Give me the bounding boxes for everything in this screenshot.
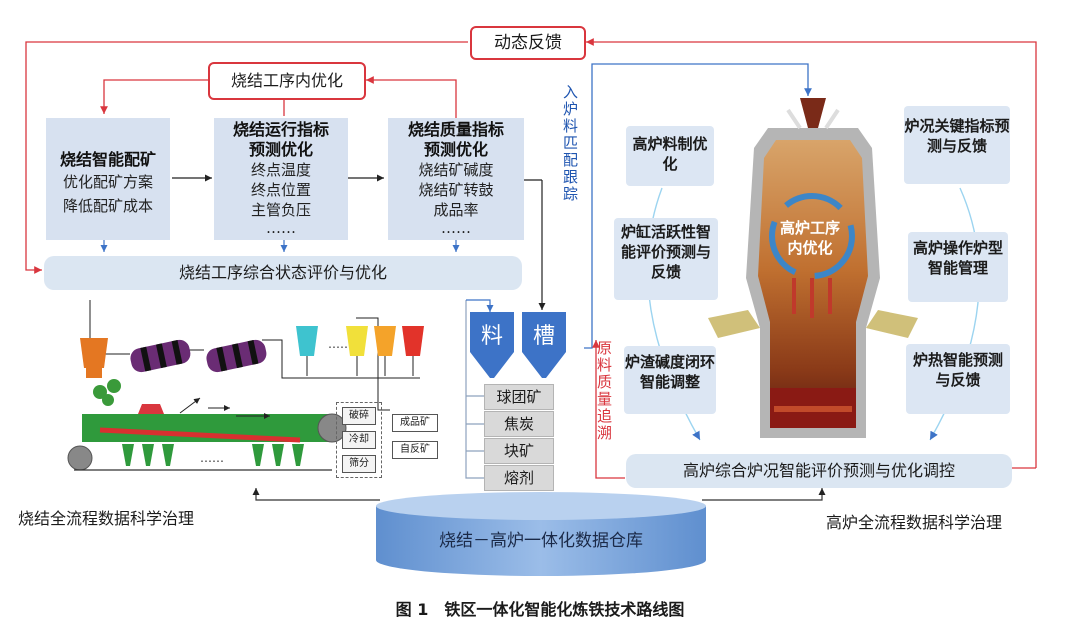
hopper-label-right: 槽 — [532, 324, 555, 349]
blast-furnace-illustration — [708, 98, 918, 438]
hopper-label-left: 料 — [480, 324, 503, 349]
process-box-screen: 筛分 — [342, 455, 376, 473]
box1-title: 烧结智能配矿 — [59, 150, 156, 169]
box3-line: …… — [441, 219, 471, 237]
charge-tracking-label: 入炉料匹配跟踪 — [561, 84, 579, 203]
box-intelligent-blending: 烧结智能配矿 优化配矿方案 降低配矿成本 — [46, 118, 170, 240]
bf-hearth-activity: 炉缸活跃性智能评价预测与反馈 — [614, 218, 718, 300]
sinter-machine-illustration: …… …… — [67, 326, 424, 471]
output-return-ore: 自反矿 — [392, 441, 438, 459]
figure-caption: 图 1 铁区一体化智能化炼铁技术路线图 — [395, 600, 685, 619]
box2-line: 主管负压 — [250, 201, 311, 219]
bf-burden-optimization: 高炉料制优化 — [626, 126, 714, 186]
box2-subtitle: 预测优化 — [248, 140, 313, 159]
box2-line: 终点位置 — [250, 181, 311, 199]
box2-line: …… — [266, 219, 296, 237]
svg-text:……: …… — [328, 337, 352, 351]
box2-line: 终点温度 — [250, 161, 311, 179]
bf-evaluation-bar: 高炉综合炉况智能评价预测与优化调控 — [626, 454, 1012, 488]
bf-governance-label: 高炉全流程数据科学治理 — [826, 513, 1003, 532]
box1-line: 降低配矿成本 — [62, 197, 153, 215]
box2-title: 烧结运行指标 — [232, 120, 329, 139]
sinter-optimization-label: 烧结工序内优化 — [208, 62, 366, 100]
data-warehouse-label: 烧结－高炉一体化数据仓库 — [439, 531, 643, 551]
sinter-governance-label: 烧结全流程数据科学治理 — [18, 509, 195, 528]
bf-key-index: 炉况关键指标预测与反馈 — [904, 106, 1010, 184]
hopper-shape — [470, 312, 566, 378]
process-box-crush: 破碎 — [342, 407, 376, 425]
bf-internal-optimization-label: 高炉工序内优化 — [780, 219, 841, 257]
material-flux: 熔剂 — [484, 465, 554, 491]
data-warehouse-cylinder — [376, 492, 706, 576]
box-quality-index: 烧结质量指标 预测优化 烧结矿碱度 烧结矿转鼓 成品率 …… — [388, 118, 524, 240]
box3-line: 成品率 — [433, 201, 479, 219]
box3-subtitle: 预测优化 — [423, 140, 488, 159]
material-coke: 焦炭 — [484, 411, 554, 437]
sinter-evaluation-bar: 烧结工序综合状态评价与优化 — [44, 256, 522, 290]
feedback-label: 动态反馈 — [470, 26, 586, 60]
output-product-ore: 成品矿 — [392, 414, 438, 432]
bf-thermal-prediction: 炉热智能预测与反馈 — [906, 344, 1010, 414]
box1-line: 优化配矿方案 — [62, 173, 153, 191]
material-lump-ore: 块矿 — [484, 438, 554, 464]
machine-process-frame — [336, 402, 382, 478]
material-pellet: 球团矿 — [484, 384, 554, 410]
box-running-index: 烧结运行指标 预测优化 终点温度 终点位置 主管负压 …… — [214, 118, 348, 240]
box3-line: 烧结矿碱度 — [418, 161, 494, 179]
machine-dots: …… — [200, 451, 224, 465]
quality-trace-label: 原料质量追溯 — [595, 340, 613, 442]
box3-line: 烧结矿转鼓 — [418, 181, 494, 199]
process-box-cool: 冷却 — [342, 431, 376, 449]
bf-operation-profile: 高炉操作炉型智能管理 — [908, 232, 1008, 302]
box3-title: 烧结质量指标 — [407, 120, 504, 139]
bf-slag-basicity: 炉渣碱度闭环智能调整 — [624, 346, 716, 414]
